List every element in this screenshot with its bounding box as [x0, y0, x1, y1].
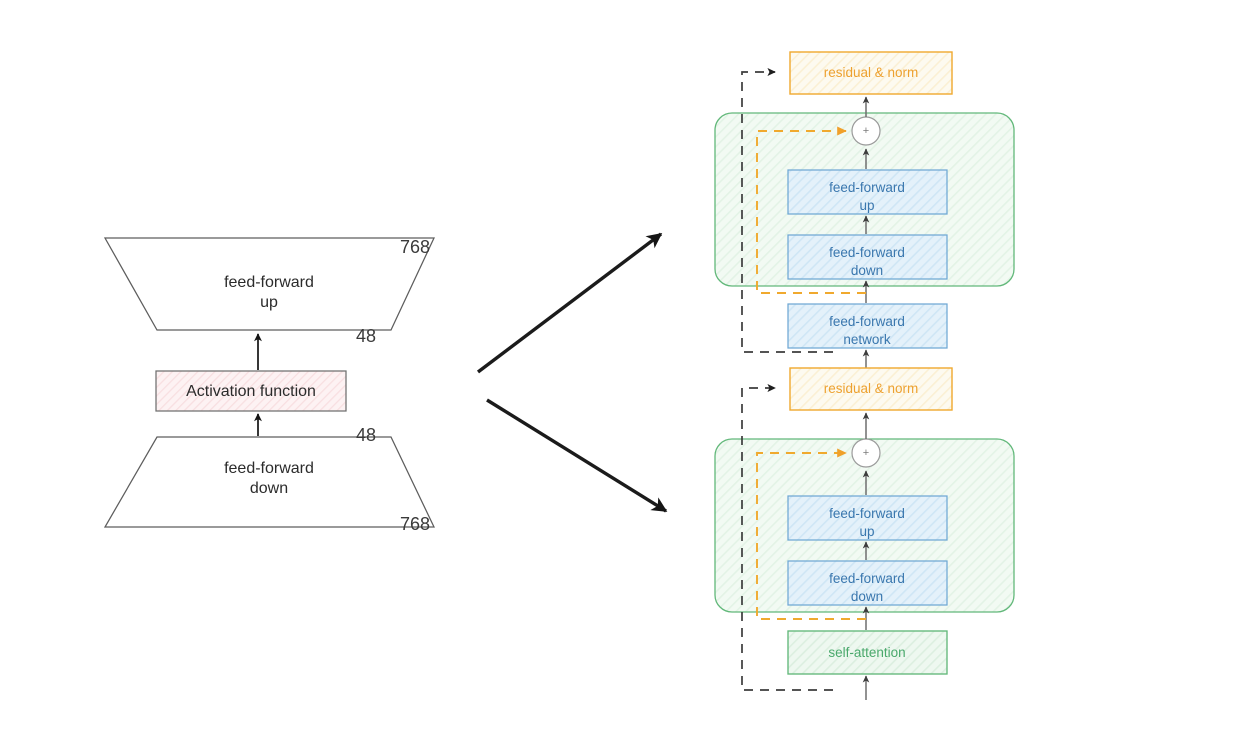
self-attention-label: self-attention — [828, 645, 906, 660]
upper-ff-up-box — [787, 169, 948, 215]
upper-ff-down-label: feed-forward down — [829, 245, 905, 279]
activation-function-label: Activation function — [186, 383, 316, 400]
dim-label-768-bottom: 768 — [400, 514, 431, 534]
upper-ff-up-label: feed-forward up — [829, 180, 905, 214]
feed-forward-down-trapezoid — [103, 436, 435, 528]
lower-residual-norm-label: residual & norm — [823, 381, 919, 396]
feed-forward-network-label: feed-forward network — [829, 314, 905, 348]
lower-orange-skip-connection — [756, 448, 866, 620]
connector-arrow-lower — [486, 398, 668, 513]
lower-ff-up-box — [787, 495, 948, 541]
dim-label-48-lower: 48 — [356, 425, 377, 445]
upper-orange-skip-connection — [756, 126, 866, 294]
connector-arrow-upper — [476, 232, 663, 374]
upper-ff-down-box — [787, 234, 948, 280]
upper-residual-norm-box — [789, 51, 953, 95]
lower-ff-down-label: feed-forward down — [829, 571, 905, 605]
upper-plus-label: + — [862, 125, 870, 137]
lower-plus-label: + — [862, 447, 870, 459]
feed-forward-network-box — [787, 303, 948, 349]
lower-residual-norm-box — [789, 367, 953, 411]
self-attention-box — [787, 630, 948, 675]
activation-function-box — [155, 370, 347, 412]
feed-forward-up-trapezoid — [103, 237, 435, 331]
feed-forward-down-label: feed-forward down — [224, 460, 314, 498]
feed-forward-up-label: feed-forward up — [224, 274, 314, 312]
lower-ff-up-label: feed-forward up — [829, 506, 905, 540]
dim-label-48-upper: 48 — [356, 326, 377, 346]
upper-residual-norm-label: residual & norm — [823, 65, 919, 80]
upper-black-skip-connection — [741, 67, 833, 353]
lower-black-skip-connection — [741, 383, 833, 691]
lower-ff-down-box — [787, 560, 948, 606]
dim-label-768-top: 768 — [400, 237, 431, 257]
